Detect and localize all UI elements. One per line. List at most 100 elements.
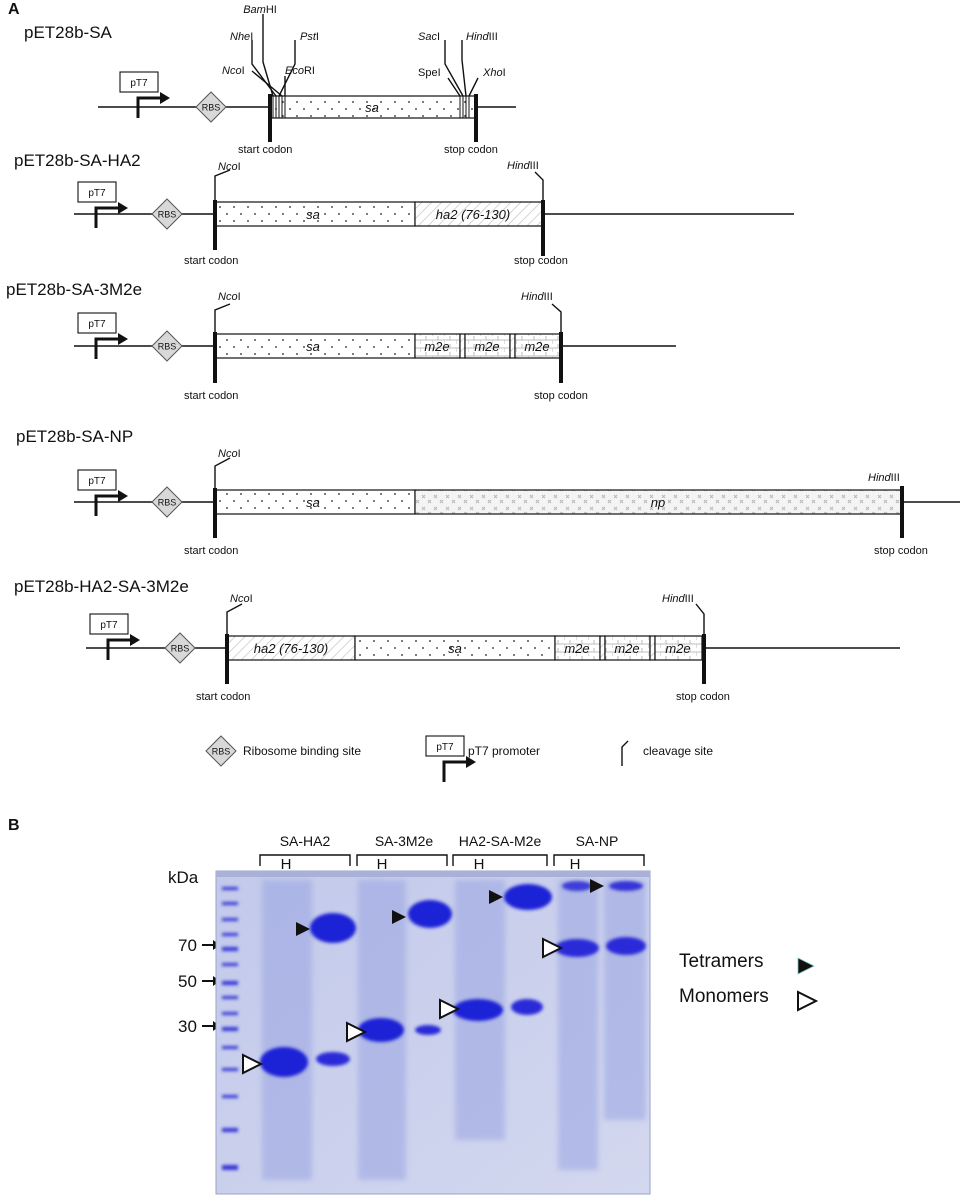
m2e-label: m2e xyxy=(564,641,589,656)
monomer-markers xyxy=(242,937,564,1075)
h-lane-mark: H xyxy=(474,856,485,873)
kda-label: kDa xyxy=(168,868,199,887)
svg-text:pT7: pT7 xyxy=(88,188,106,199)
cleavage-legend-text: cleavage site xyxy=(643,744,713,758)
ha2-gene-segment xyxy=(414,201,544,227)
sa-label: sa xyxy=(306,495,320,510)
cleavage-site-icon xyxy=(621,740,629,766)
m2e-segment xyxy=(604,635,651,661)
ecori-site: EcoRI xyxy=(285,65,315,77)
pt7-promoter-icon: pT7 xyxy=(76,311,130,361)
hindiii-site: HindIII xyxy=(466,31,498,43)
hindiii-site: HindIII xyxy=(521,291,553,303)
sa-gene-segment xyxy=(214,201,416,227)
group-label-sa-np: SA-NP xyxy=(576,833,619,849)
sa-label: sa xyxy=(306,207,320,222)
sa-gene-segment xyxy=(214,489,416,515)
construct-pet28b-sa-np: pET28b-SA-NP pT7 RBS sa np NcoI HindIII … xyxy=(16,427,960,557)
construct-pet28b-sa: pET28b-SA pT7 RBS sa xyxy=(24,4,516,156)
sa-label: sa xyxy=(448,641,462,656)
rbs-icon: RBS xyxy=(151,486,183,518)
m2e-segment xyxy=(414,333,461,359)
mcs-lines xyxy=(272,96,470,118)
np-gene-segment xyxy=(414,489,902,515)
svg-text:pT7: pT7 xyxy=(130,78,148,89)
stop-codon-label: stop codon xyxy=(676,691,730,703)
construct-name: pET28b-SA-HA2 xyxy=(14,151,141,170)
saci-site: SacI xyxy=(418,31,440,43)
h-lane-mark: H xyxy=(281,856,292,873)
sds-page-gel xyxy=(215,870,651,1195)
legend: RBS Ribosome binding site pT7 pT7 promot… xyxy=(205,734,713,784)
bamhi-site: BamHI xyxy=(243,4,277,16)
construct-pet28b-sa-3m2e: pET28b-SA-3M2e pT7 RBS sa m2e m2e m2e Nc… xyxy=(6,280,676,402)
hindiii-site: HindIII xyxy=(507,160,539,172)
rbs-icon: RBS xyxy=(151,330,183,362)
svg-text:RBS: RBS xyxy=(158,210,177,220)
svg-text:pT7: pT7 xyxy=(100,620,118,631)
panel-b-label: B xyxy=(8,817,20,834)
pt7-promoter-icon: pT7 xyxy=(76,468,130,518)
ncoi-site: NcoI xyxy=(218,448,241,460)
rbs-icon: RBS xyxy=(195,91,227,123)
pt7-promoter-icon: pT7 xyxy=(76,180,130,230)
start-codon-label: start codon xyxy=(184,545,238,557)
start-codon-label: start codon xyxy=(196,691,250,703)
group-label-ha2-sa-m2e: HA2-SA-M2e xyxy=(459,833,542,849)
tetramers-label: Tetramers xyxy=(679,951,763,972)
pt7-legend-icon: pT7 xyxy=(424,734,478,784)
sa-label: sa xyxy=(365,100,379,115)
psti-site: PstI xyxy=(300,31,319,43)
marker-50: 50 xyxy=(178,972,197,991)
np-label: np xyxy=(651,495,665,510)
construct-pet28b-sa-ha2: pET28b-SA-HA2 pT7 RBS sa ha2 (76-130) Nc… xyxy=(14,151,794,267)
start-codon-label: start codon xyxy=(184,390,238,402)
marker-70: 70 xyxy=(178,936,197,955)
group-label-sa-3m2e: SA-3M2e xyxy=(375,833,434,849)
pt7-promoter-icon: pT7 xyxy=(88,612,142,662)
rbs-icon: RBS xyxy=(164,632,196,664)
rbs-icon: RBS xyxy=(151,198,183,230)
ha2-label: ha2 (76-130) xyxy=(254,641,328,656)
m2e-label: m2e xyxy=(665,641,690,656)
h-lane-mark: H xyxy=(570,856,581,873)
svg-text:RBS: RBS xyxy=(158,498,177,508)
pt7-legend-text: pT7 promoter xyxy=(468,744,540,758)
sa-gene-segment xyxy=(214,333,416,359)
svg-text:RBS: RBS xyxy=(158,342,177,352)
construct-name: pET28b-SA-3M2e xyxy=(6,280,142,299)
m2e-label: m2e xyxy=(614,641,639,656)
nhei-site: NheI xyxy=(230,31,253,43)
xhoi-site: XhoI xyxy=(482,67,506,79)
stop-codon-label: stop codon xyxy=(534,390,588,402)
stop-codon-label: stop codon xyxy=(874,545,928,557)
m2e-segment xyxy=(514,333,561,359)
m2e-label: m2e xyxy=(474,339,499,354)
group-label-sa-ha2: SA-HA2 xyxy=(280,833,331,849)
m2e-segment xyxy=(654,635,703,661)
construct-name: pET28b-HA2-SA-3M2e xyxy=(14,577,189,596)
lane-group-headers: SA-HA2 SA-3M2e HA2-SA-M2e SA-NP H H H H xyxy=(259,833,645,873)
ncoi-site: NcoI xyxy=(230,593,253,605)
m2e-segment xyxy=(554,635,601,661)
sa-gene-segment xyxy=(354,635,556,661)
start-codon-label: start codon xyxy=(184,255,238,267)
svg-text:RBS: RBS xyxy=(202,103,221,113)
ncoi-site: NcoI xyxy=(218,291,241,303)
construct-pet28b-ha2-sa-3m2e: pET28b-HA2-SA-3M2e pT7 RBS ha2 (76-130) … xyxy=(14,577,900,703)
monomer-arrow-icon xyxy=(797,990,819,1012)
panel-a-label: A xyxy=(8,1,20,18)
svg-text:RBS: RBS xyxy=(212,747,231,757)
stop-codon-label: stop codon xyxy=(444,144,498,156)
stop-codon-label: stop codon xyxy=(514,255,568,267)
ha2-label: ha2 (76-130) xyxy=(436,207,510,222)
ncoi-site: NcoI xyxy=(218,161,241,173)
m2e-label: m2e xyxy=(524,339,549,354)
monomers-label: Monomers xyxy=(679,986,769,1007)
mw-markers: 70 50 30 xyxy=(178,936,220,1036)
svg-text:pT7: pT7 xyxy=(88,476,106,487)
pt7-promoter-icon: pT7 xyxy=(118,70,172,120)
m2e-label: m2e xyxy=(424,339,449,354)
svg-text:pT7: pT7 xyxy=(436,742,454,753)
